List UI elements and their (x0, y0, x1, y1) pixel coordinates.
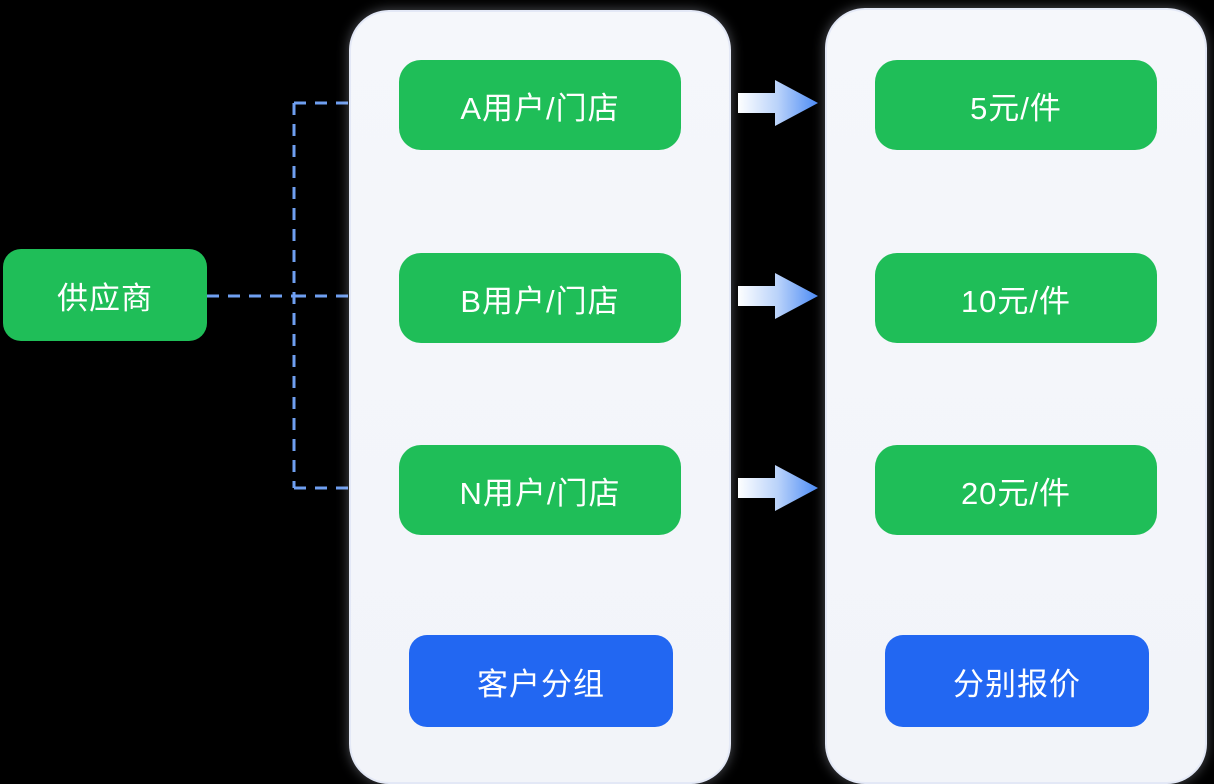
supplier-node: 供应商 (3, 249, 207, 341)
price-node-20: 20元/件 (875, 445, 1157, 535)
customer-node-n: N用户/门店 (399, 445, 681, 535)
caption-customer-grouping: 客户分组 (409, 635, 673, 727)
flow-arrow-icon (738, 80, 818, 126)
price-node-5: 5元/件 (875, 60, 1157, 150)
flow-arrow-icon (738, 465, 818, 511)
flow-arrow-icon (738, 273, 818, 319)
pricing-panel: 5元/件 10元/件 20元/件 分别报价 (825, 8, 1207, 784)
customer-node-b: B用户/门店 (399, 253, 681, 343)
price-node-10: 10元/件 (875, 253, 1157, 343)
caption-separate-quotation: 分别报价 (885, 635, 1149, 727)
customer-node-a: A用户/门店 (399, 60, 681, 150)
customer-group-panel: A用户/门店 B用户/门店 N用户/门店 客户分组 (349, 10, 731, 784)
